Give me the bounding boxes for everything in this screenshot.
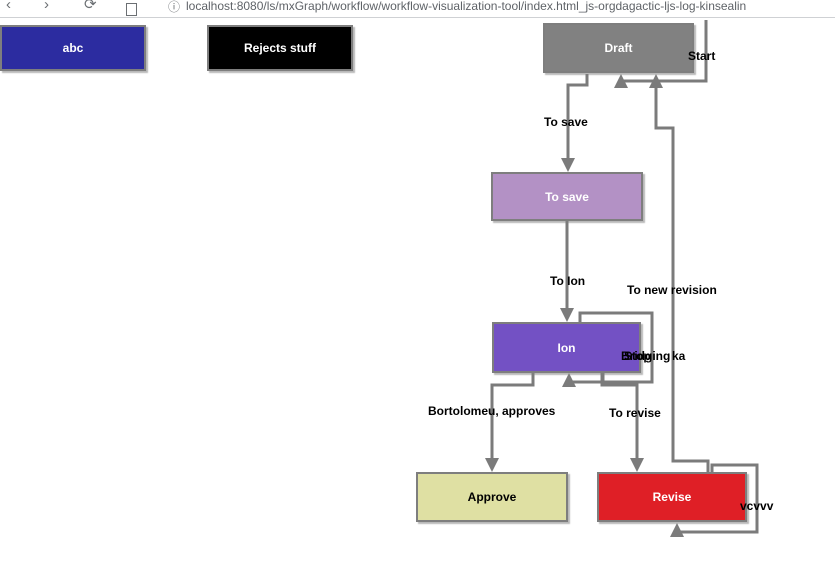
node-abc[interactable]: abc xyxy=(0,25,146,71)
node-to-save[interactable]: To save xyxy=(491,172,643,221)
edge-label-bortolomeu: Bortolomeu, approves xyxy=(428,404,556,418)
node-draft[interactable]: Draft xyxy=(543,23,694,73)
node-rejects-stuff[interactable]: Rejects stuff xyxy=(207,25,353,71)
edge-ion-approve[interactable] xyxy=(490,373,535,460)
edge-label-ion-loop-1: Stop xyxy=(624,349,651,363)
edge-label-to-ion: To Ion xyxy=(550,274,586,288)
edge-ion-loop[interactable] xyxy=(571,311,654,384)
arrowhead-revise xyxy=(630,458,644,472)
arrowhead-ion-loop xyxy=(562,373,576,387)
edge-to-new-revision[interactable] xyxy=(654,82,710,472)
node-revise-label: Revise xyxy=(652,490,692,504)
arrowhead-approve xyxy=(485,458,499,472)
edge-label-to-save: To save xyxy=(544,115,588,129)
node-ion[interactable]: Ion xyxy=(492,322,641,373)
edge-label-to-new-revision: To new revision xyxy=(627,283,717,297)
node-abc-label: abc xyxy=(62,41,84,55)
edge-label-vcvvv: vcvvv xyxy=(740,499,774,513)
page-icon[interactable] xyxy=(126,3,137,16)
arrowhead-start xyxy=(614,74,628,88)
edge-label-to-revise: To revise xyxy=(609,406,661,420)
edge-label-ion-loop-2: Bridging xyxy=(621,349,671,363)
edge-label-ion-loop-3: ka xyxy=(672,349,686,363)
node-draft-label: Draft xyxy=(604,41,633,55)
edge-draft-to-save[interactable] xyxy=(566,74,589,160)
arrowhead-to-ion xyxy=(560,308,574,322)
edge-label-start: Start xyxy=(688,49,716,63)
forward-icon[interactable]: › xyxy=(44,0,49,13)
node-rejects-label: Rejects stuff xyxy=(243,41,317,55)
arrowhead-revise-loop xyxy=(670,523,684,537)
reload-icon[interactable]: ⟳ xyxy=(84,0,97,13)
node-to-save-label: To save xyxy=(545,189,589,204)
workflow-canvas: abc Rejects stuff Draft To save Ion Appr… xyxy=(0,18,835,572)
info-icon[interactable]: ⓘ xyxy=(168,0,181,14)
node-approve[interactable]: Approve xyxy=(416,472,568,522)
node-ion-label: Ion xyxy=(557,340,576,355)
node-approve-label: Approve xyxy=(467,490,517,504)
back-icon[interactable]: ‹ xyxy=(6,0,11,13)
edge-revise-loop[interactable] xyxy=(679,463,759,534)
address-bar[interactable]: localhost:8080/ls/mxGraph/workflow/workf… xyxy=(186,0,747,13)
arrowhead-new-revision xyxy=(649,74,663,88)
browser-chrome: ‹ › ⟳ ⓘ localhost:8080/ls/mxGraph/workfl… xyxy=(0,0,835,18)
node-revise[interactable]: Revise xyxy=(597,472,747,522)
arrowhead-to-save xyxy=(561,158,575,172)
edge-layer xyxy=(485,20,759,537)
